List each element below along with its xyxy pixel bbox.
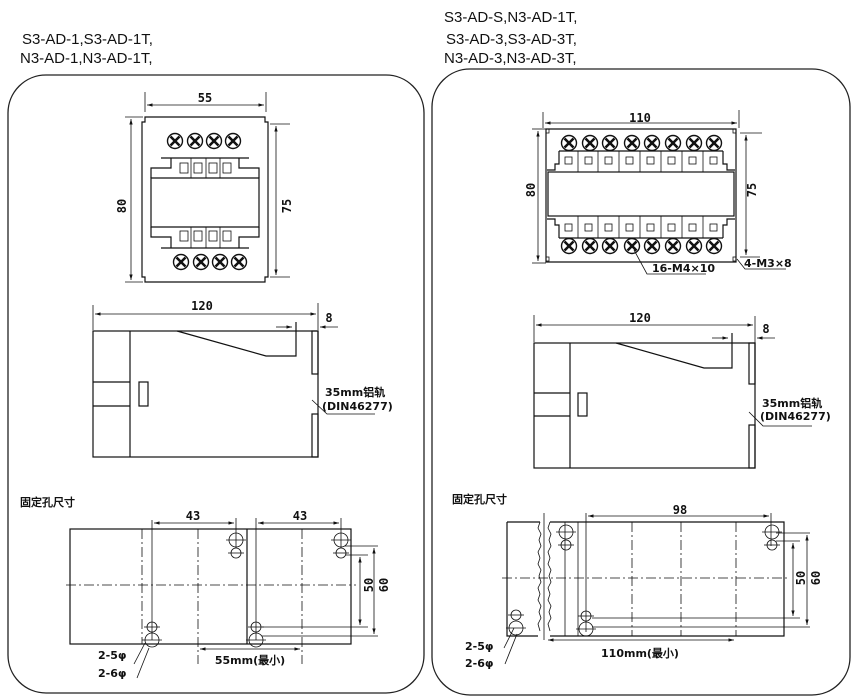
- left-hole-large-label: 2-6φ: [98, 667, 126, 680]
- terminal-screw-icon: [581, 134, 599, 152]
- terminal-screw-icon: [601, 134, 619, 152]
- terminal-screw-icon: [685, 237, 703, 255]
- left-vert-inner-dim: 50: [362, 578, 376, 592]
- left-min-spacing: 55mm(最小): [215, 653, 285, 667]
- left-mount-heading: 固定孔尺寸: [20, 495, 75, 509]
- right-model-title-line-3: N3-AD-3,N3-AD-3T,: [444, 50, 577, 67]
- right-depth-dim: 120: [629, 311, 651, 325]
- terminal-screw-icon: [211, 253, 229, 271]
- terminal-screw-icon: [560, 237, 578, 255]
- mount-hole-icon: [761, 524, 783, 551]
- terminal-screw-icon: [560, 134, 578, 152]
- right-mount-view: 固定孔尺寸 98 50 60 110mm(最小) 2-5φ 2-6φ: [452, 492, 823, 670]
- right-model-title-line-1: S3-AD-S,N3-AD-1T,: [444, 9, 578, 26]
- left-model-title-line-2: N3-AD-1,N3-AD-1T,: [20, 50, 153, 67]
- right-rail-std: (DIN46277): [760, 410, 831, 423]
- right-screw-label: 16-M4×10: [652, 262, 715, 275]
- left-vert-outer-dim: 60: [377, 578, 391, 592]
- terminal-screw-icon: [581, 237, 599, 255]
- left-side-view: 120 8 35mm铝轨 (DIN46277): [92, 299, 393, 458]
- terminal-screw-icon: [664, 134, 682, 152]
- mount-hole-icon: [505, 609, 527, 636]
- terminal-screw-icon: [205, 132, 223, 150]
- left-height-dim: 80: [115, 199, 129, 213]
- right-mount-screw-label: 4-M3×8: [744, 257, 792, 270]
- terminal-screw-icon: [664, 237, 682, 255]
- terminal-screw-icon: [643, 134, 661, 152]
- left-pitch-right-dim: 43: [293, 509, 307, 523]
- right-vert-outer-dim: 60: [809, 571, 823, 585]
- left-pitch-left-dim: 43: [186, 509, 200, 523]
- right-hole-large-label: 2-6φ: [465, 657, 493, 670]
- right-pitch-dim: 98: [673, 503, 687, 517]
- left-hole-small-label: 2-5φ: [98, 649, 126, 662]
- left-mount-view: 固定孔尺寸 43 43 50 60 55mm(最小) 2-5φ 2-6φ: [20, 495, 391, 680]
- right-vert-inner-dim: 50: [794, 571, 808, 585]
- right-panel-frame: [431, 68, 851, 696]
- left-inner-height-dim: 75: [280, 199, 294, 213]
- terminal-screw-icon: [643, 237, 661, 255]
- right-min-spacing: 110mm(最小): [601, 646, 679, 660]
- right-rail-label: 35mm铝轨: [762, 396, 822, 410]
- terminal-screw-icon: [623, 134, 641, 152]
- terminal-screw-icon: [230, 253, 248, 271]
- left-rail-std: (DIN46277): [322, 400, 393, 413]
- terminal-screw-icon: [623, 237, 641, 255]
- terminal-screw-icon: [192, 253, 210, 271]
- right-inner-height-dim: 75: [745, 183, 759, 197]
- right-model-title-line-2: S3-AD-3,S3-AD-3T,: [446, 31, 577, 48]
- mount-hole-icon: [555, 524, 577, 551]
- left-panel-frame: [7, 74, 425, 694]
- right-offset-dim: 8: [762, 322, 769, 336]
- left-offset-dim: 8: [325, 311, 332, 325]
- right-hole-small-label: 2-5φ: [465, 640, 493, 653]
- left-rail-label: 35mm铝轨: [325, 385, 385, 399]
- terminal-screw-icon: [166, 132, 184, 150]
- left-width-dim: 55: [198, 91, 212, 105]
- right-side-view: 120 8 35mm铝轨 (DIN46277): [533, 311, 831, 469]
- left-front-view: 55 80 75: [115, 91, 294, 283]
- left-model-title-line-1: S3-AD-1,S3-AD-1T,: [22, 31, 153, 48]
- terminal-screw-icon: [685, 134, 703, 152]
- right-mount-heading: 固定孔尺寸: [452, 492, 507, 506]
- terminal-screw-icon: [705, 237, 723, 255]
- terminal-screw-icon: [172, 253, 190, 271]
- right-height-dim: 80: [524, 183, 538, 197]
- right-width-dim: 110: [629, 111, 651, 125]
- left-depth-dim: 120: [191, 299, 213, 313]
- terminal-screw-icon: [705, 134, 723, 152]
- right-front-view: 110 80 75: [524, 110, 792, 275]
- terminal-screw-icon: [224, 132, 242, 150]
- terminal-screw-icon: [186, 132, 204, 150]
- terminal-screw-icon: [601, 237, 619, 255]
